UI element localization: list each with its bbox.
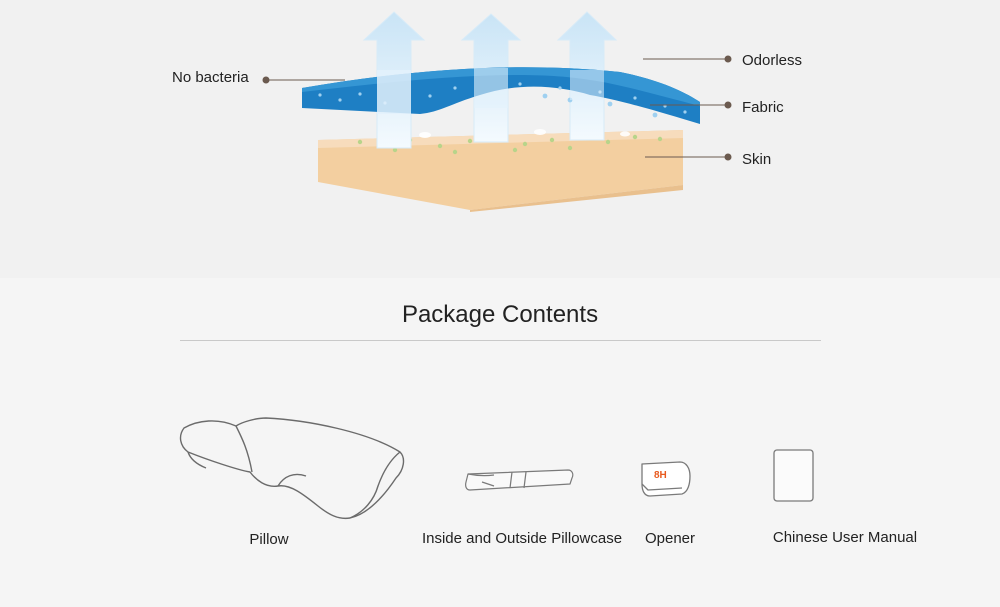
pillow-label: Pillow — [249, 531, 289, 548]
pillowcase-icon — [465, 469, 574, 491]
opener-label: Opener — [644, 530, 696, 547]
odorless-label: Odorless — [742, 52, 803, 69]
pillow-icon — [179, 417, 405, 520]
opener-icon — [641, 461, 691, 497]
callout-leaders — [262, 55, 732, 161]
opener-badge: 8H — [654, 470, 667, 481]
fabric-layer — [302, 67, 700, 124]
manual-icon — [773, 449, 814, 502]
skin-label: Skin — [742, 151, 772, 168]
manual-label: Chinese User Manual — [772, 529, 918, 546]
fabric-layer-diagram — [262, 11, 732, 212]
fabric-label: Fabric — [742, 99, 784, 116]
fabric-diagram-section: No bacteria Odorless Fabric Skin — [0, 0, 1000, 278]
pillowcase-label: Inside and Outside Pillowcase — [421, 530, 623, 547]
package-contents-section: Package Contents 8H Pillow Insi — [0, 278, 1000, 607]
title-divider — [180, 340, 821, 341]
package-contents-title: Package Contents — [401, 301, 599, 328]
no-bacteria-label: No bacteria — [172, 69, 249, 86]
